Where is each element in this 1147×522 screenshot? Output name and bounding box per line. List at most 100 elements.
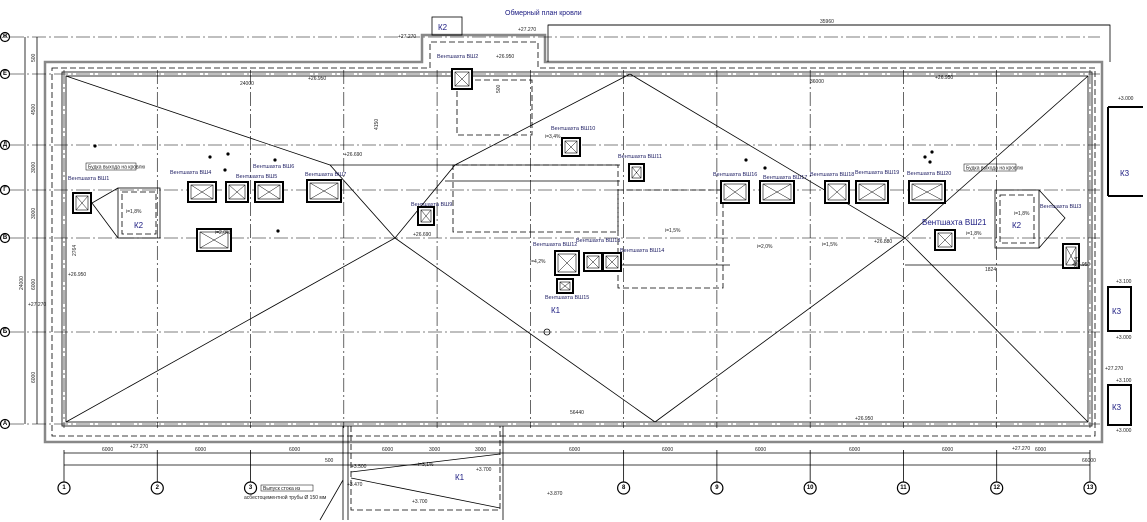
vent-shaft: Вентшахта ВШ15 [545,278,589,301]
roof-exit-right: К2 Будка выхода на кровлю i=1,8% [963,163,1066,249]
penetration-icon [276,229,280,233]
vent-shaft: Вентшахта ВШ11 [618,154,662,182]
svg-text:66000: 66000 [1082,458,1096,464]
svg-text:36000: 36000 [810,79,824,85]
penetration-icon [930,150,934,154]
vent-shaft: Вентшахта ВШ6 [253,164,294,203]
roof-exit-note: Будка выхода на кровлю [88,165,145,171]
svg-text:А: А [3,421,8,427]
roof-exit-left: К2 Будка выхода на кровлю i=1,8% [85,162,161,239]
vent-shaft: Вентшахта ВШ14 [602,248,664,272]
column-axis-marker: 9 [710,450,724,495]
svg-text:9: 9 [715,485,719,491]
dimension-label: 6000 [849,447,860,453]
dimension-chains: 35960 24000 36000 56440 66000 1824 500 4… [19,19,1110,466]
svg-text:2764: 2764 [72,245,78,256]
column-axis-marker: 11 [896,450,911,495]
k2-right-label: К2 [1012,221,1022,230]
dimension-label: 3000 [429,447,440,453]
upper-block-outline [547,24,1111,62]
column-axis-marker: 12 [990,450,1004,495]
vent-shaft-label: Вентшахта ВШ5 [236,174,277,180]
dimension-label: 500 [31,53,37,62]
vent-shaft: Вентшахта ВШ4 [170,170,217,203]
slope-label: i=3,4% [545,134,561,140]
svg-text:асбестоцементной трубы Ø 150 м: асбестоцементной трубы Ø 150 мм [244,494,327,501]
row-axis-marker: Г [0,184,11,196]
penetration-icon [223,168,227,172]
svg-text:Д: Д [3,142,8,148]
svg-text:24000: 24000 [19,276,25,290]
svg-text:12: 12 [993,485,1000,491]
svg-text:+3.700: +3.700 [412,499,428,505]
vent-shaft-unlabeled [196,228,232,252]
vent-shaft-label: Вентшахта ВШ18 [810,172,854,178]
vent-shaft-label: Вентшахта ВШ19 [855,170,899,176]
svg-text:56440: 56440 [570,410,584,416]
dimension-label: 6000 [1035,447,1046,453]
dimension-label: 6000 [942,447,953,453]
svg-text:+3.470: +3.470 [347,482,363,488]
vent-shaft: Вентшахта ВШ10 [551,126,595,157]
vent-shaft-label: Вентшахта ВШ21 [922,218,987,227]
vent-shaft-label: Вентшахта ВШ14 [620,248,664,254]
svg-text:2: 2 [156,485,160,491]
slope-label: i=4,2% [530,259,546,265]
vent-shaft-label: Вентшахта ВШ11 [618,154,662,160]
slope-label: i=1,8% [1014,211,1030,217]
column-axis-marker: 8 [617,450,631,495]
svg-text:+26.690: +26.690 [413,232,431,238]
vent-shaft-label: Вентшахта ВШ13 [576,238,620,244]
column-axis-marker: 2 [150,450,164,495]
row-axis-marker: Ж [0,31,11,43]
k3-high-elevation: +3.100 [1116,279,1132,285]
vent-shaft-label: Вентшахта ВШ15 [545,295,589,301]
vent-shaft: Вентшахта ВШ9 [411,202,452,226]
dimension-label: 6000 [195,447,206,453]
k2-top-box [431,16,463,36]
row-axis-marker: Е [0,68,11,80]
vent-shaft-label: Вентшахта ВШ9 [411,202,452,208]
column-axis-marker: 13 [1083,450,1097,495]
column-axis-marker: 3 [243,450,258,495]
svg-text:+26.950: +26.950 [855,416,873,422]
penetration-icon [273,158,277,162]
svg-text:+27.270: +27.270 [130,444,148,450]
svg-text:Выпуск стока из: Выпуск стока из [263,486,301,492]
penetration-icon [928,160,932,164]
svg-text:+27.270: +27.270 [398,34,416,40]
slope-label: i=1,5% [822,242,838,248]
vent-shaft: Вентшахта ВШ19 [855,170,899,204]
roof-exit-note: Будка выхода на кровлю [966,166,1023,172]
svg-text:+26.950: +26.950 [308,76,326,82]
svg-text:500: 500 [496,84,502,93]
roof-edge-inner [65,75,1089,423]
svg-text:+3.000: +3.000 [1116,335,1132,341]
k3-high-elevation: +3.100 [1116,378,1132,384]
svg-text:+26.950: +26.950 [496,54,514,60]
slope-label: i=1,8% [966,231,982,237]
vent-shaft-label: Вентшахта ВШ3 [1040,204,1081,210]
dimension-label: 6000 [662,447,673,453]
penetration-icon [763,166,767,170]
svg-text:+3.700: +3.700 [476,467,492,473]
svg-text:Ж: Ж [1,34,8,40]
svg-text:500: 500 [325,458,334,464]
vent-shaft: Вентшахта ВШ3 [1040,204,1081,269]
slope-label: i=1,8% [126,209,142,215]
svg-text:+26.950: +26.950 [68,272,86,278]
vent-shaft: Вентшахта ВШ12 [533,242,580,276]
svg-text:+26.950: +26.950 [935,75,953,81]
penetration-icon [744,158,748,162]
vent-shaft-label: Вентшахта ВШ1 [68,176,109,182]
svg-text:+27.270: +27.270 [1105,366,1123,372]
svg-text:Б: Б [3,329,8,335]
svg-text:24000: 24000 [240,81,254,87]
dimension-label: 3000 [31,162,37,173]
dimension-label: 6000 [289,447,300,453]
vent-shaft-label: Вентшахта ВШ12 [533,242,577,248]
k2-top-label: К2 [438,23,448,32]
vent-shaft: Вентшахта ВШ21 [922,218,987,251]
